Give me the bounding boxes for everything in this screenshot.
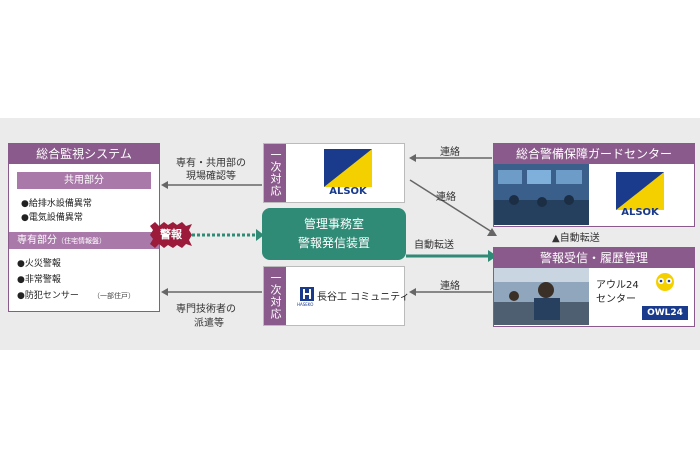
alsok-to-system-arrowhead	[161, 181, 168, 189]
alarm-to-management-arrowhead	[256, 229, 264, 241]
private-header-label: 専有部分	[17, 235, 57, 246]
operator-photo-icon	[494, 268, 589, 325]
owl24-logo-text: OWL24	[642, 306, 688, 320]
label-dispatch-line2: 派遣等	[194, 318, 224, 329]
private-area-header: 専有部分（住宅情報盤）	[9, 232, 159, 249]
alarm-badge-label: 警報	[160, 228, 182, 241]
owl-icon	[656, 273, 674, 291]
guard-to-alsok-arrowhead	[409, 154, 416, 162]
management-line1: 管理事務室	[303, 217, 364, 231]
alsok-logo-icon	[324, 149, 372, 187]
control-room-photo-icon	[494, 164, 589, 225]
monitoring-system-box: 総合監視システム 共用部分 ●給排水設備異常 ●電気設備異常 専有部分（住宅情報…	[8, 143, 160, 312]
guard-alsok-logo-icon	[616, 172, 664, 210]
alarm-badge: 警報	[150, 222, 192, 248]
shared-area-header: 共用部分	[17, 172, 151, 189]
haseko-mark-text: HASEKO	[297, 302, 314, 307]
management-office-box: 管理事務室 警報発信装置	[262, 208, 406, 260]
alarm-center-name-line2: センター	[596, 294, 636, 305]
private-header-note: （住宅情報盤）	[57, 237, 106, 245]
center-to-hasegawa-arrowhead	[409, 288, 416, 296]
alarm-center-title: 警報受信・履歴管理	[494, 248, 694, 268]
label-auto-transfer-up: ▲自動転送	[552, 233, 600, 244]
primary-response-alsok: 一次対応 ALSOK	[263, 143, 405, 203]
private-item-fire: ●火災警報	[17, 259, 61, 269]
hasegawa-to-system-arrowhead	[161, 288, 168, 296]
label-contact-diagonal: 連絡	[436, 192, 456, 203]
alarm-reception-center-box: 警報受信・履歴管理 アウル24 センター OWL24	[493, 247, 695, 327]
guard-center-box: 総合警備保障ガードセンター ALSOK	[493, 143, 695, 227]
label-confirm-line1: 専有・共用部の	[176, 158, 246, 169]
primary-response-label-2: 一次対応	[264, 267, 286, 325]
management-line2: 警報発信装置	[297, 236, 370, 250]
alsok-logo-text: ALSOK	[329, 186, 367, 197]
private-item-emergency: ●非常警報	[17, 275, 61, 285]
label-confirm-line2: 現場確認等	[186, 171, 236, 182]
private-item-note: （一部住戸）	[93, 292, 135, 300]
haseko-mark-icon	[300, 287, 314, 301]
shared-item-water: ●給排水設備異常	[21, 199, 92, 209]
private-item-security-sensor: ●防犯センサー	[17, 291, 79, 301]
primary-response-hasegawa: 一次対応 HASEKO 長谷工 コミュニティ	[263, 266, 410, 326]
guard-alsok-logo-text: ALSOK	[621, 207, 659, 218]
guard-center-title: 総合警備保障ガードセンター	[494, 144, 694, 164]
alsok-diagonal-arrow	[409, 179, 493, 233]
shared-item-electric: ●電気設備異常	[21, 213, 83, 223]
alarm-burst-icon	[150, 222, 192, 248]
primary-response-label: 一次対応	[264, 144, 286, 202]
monitoring-system-title: 総合監視システム	[9, 144, 159, 164]
alarm-center-name-line1: アウル24	[596, 280, 639, 291]
hasegawa-logo-text: 長谷工 コミュニティ	[317, 292, 410, 303]
label-auto-transfer: 自動転送	[414, 240, 454, 251]
label-dispatch-line1: 専門技術者の	[176, 304, 236, 315]
alsok-diagonal-arrowhead	[487, 228, 497, 236]
label-contact-bottom: 連絡	[440, 281, 460, 292]
management-to-center-arrowhead	[488, 250, 497, 262]
label-contact-top: 連絡	[440, 147, 460, 158]
